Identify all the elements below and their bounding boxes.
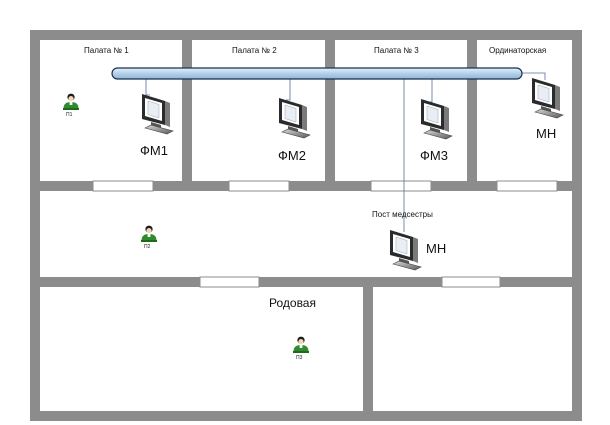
room-label-ward1: Палата № 1: [84, 46, 129, 55]
device-label-mn-staff: МН: [536, 126, 557, 141]
cables: [145, 72, 546, 232]
monitor-mn-staff-icon[interactable]: [531, 77, 564, 119]
doors: [92, 180, 558, 288]
device-label-fm2: ФМ2: [278, 148, 306, 163]
monitor-fm3-icon[interactable]: [420, 98, 453, 140]
patient-p1-icon: [63, 93, 79, 110]
patient-label-p2: П2: [144, 244, 151, 250]
room-label-delivery: Родовая: [269, 296, 316, 310]
patient-p3-icon: [293, 336, 309, 353]
device-label-fm3: ФМ3: [420, 148, 448, 163]
walls: [30, 30, 582, 421]
device-label-fm1: ФМ1: [140, 143, 168, 158]
room-label-ward2: Палата № 2: [232, 46, 277, 55]
room-label-nurse-post: Пост медсестры: [372, 210, 433, 219]
patient-label-p3: П3: [296, 355, 303, 361]
patient-p2-icon: [141, 225, 157, 242]
device-label-mn-post: МН: [426, 241, 447, 256]
network-bus: [111, 67, 523, 80]
monitor-mn-post-icon[interactable]: [389, 229, 422, 271]
room-label-staff-room: Ординаторская: [489, 46, 547, 55]
monitor-fm1-icon[interactable]: [141, 93, 174, 135]
monitor-fm2-icon[interactable]: [278, 97, 311, 139]
patient-label-p1: П1: [66, 112, 73, 118]
room-label-ward3: Палата № 3: [374, 46, 419, 55]
